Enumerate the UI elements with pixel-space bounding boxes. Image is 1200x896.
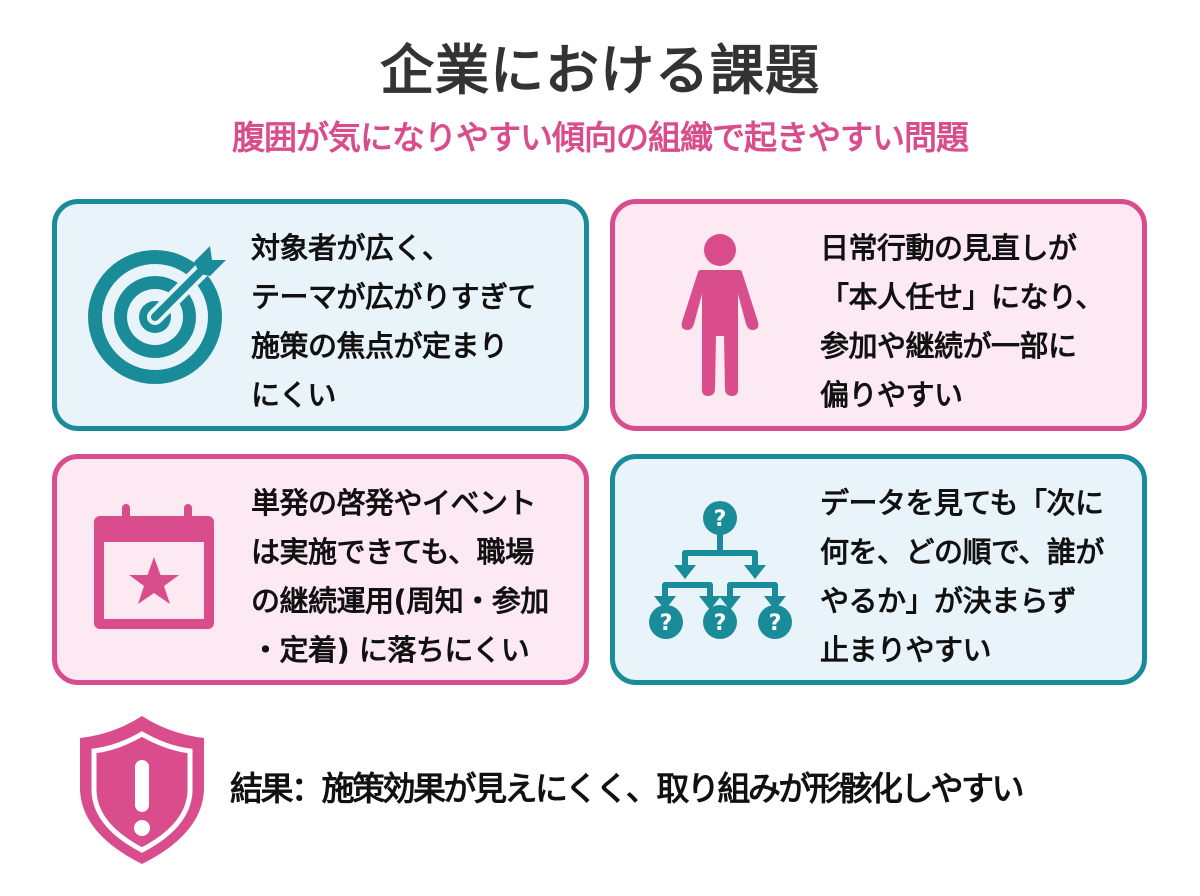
issue-card-decision-tree — [610, 454, 1147, 685]
issue-card-text: 日常行動の見直しが 「本人任せ」になり、 参加や継続が一部に 偏りやすい — [820, 224, 1104, 420]
question-mark-icon: ? — [714, 507, 727, 532]
text-line: ・定着) に落ちにくい — [251, 633, 530, 667]
text-line: 何を、どの順で、誰が — [820, 535, 1104, 569]
text-line: 対象者が広く、 — [251, 231, 451, 265]
person-icon — [681, 234, 759, 396]
issue-card-person — [610, 199, 1147, 431]
question-mark-icon: ? — [660, 611, 673, 636]
target-icon — [88, 246, 226, 384]
text-line: 施策の焦点が定まり — [251, 329, 508, 363]
warning-shield-icon — [80, 716, 204, 864]
text-line: 単発の啓発やイベント — [251, 486, 537, 520]
text-line: 「本人任せ」になり、 — [820, 280, 1104, 314]
text-line: データを見ても「次に — [820, 486, 1104, 520]
text-line: 参加や継続が一部に — [820, 329, 1077, 363]
text-line: テーマが広がりすぎて — [251, 280, 537, 314]
issue-card-text: 単発の啓発やイベント は実施できても、職場 の継続運用(周知・参加 ・定着) に… — [251, 479, 549, 675]
text-line: やるか」が決まらず — [820, 584, 1076, 618]
issue-card-text: 対象者が広く、 テーマが広がりすぎて 施策の焦点が定まり にくい — [251, 224, 537, 420]
question-mark-icon: ? — [769, 611, 782, 636]
calendar-star-icon — [94, 504, 214, 629]
question-mark-icon: ? — [714, 611, 727, 636]
page-subtitle: 腹囲が気になりやすい傾向の組織で起きやすい問題 — [232, 118, 969, 157]
text-line: にくい — [251, 378, 336, 412]
text-line: 日常行動の見直しが — [820, 231, 1077, 265]
text-line: 止まりやすい — [820, 633, 992, 667]
text-line: 偏りやすい — [820, 378, 963, 412]
page-title: 企業における課題 — [380, 39, 820, 102]
issue-card-text: データを見ても「次に 何を、どの順で、誰が やるか」が決まらず 止まりやすい — [820, 479, 1104, 675]
text-line: は実施できても、職場 — [251, 535, 534, 569]
decision-tree-icon: ? ? ? ? — [649, 501, 792, 639]
text-line: の継続運用(周知・参加 — [251, 584, 549, 618]
result-statement: 結果：施策効果が見えにくく、取り組みが形骸化しやすい — [230, 769, 1025, 808]
